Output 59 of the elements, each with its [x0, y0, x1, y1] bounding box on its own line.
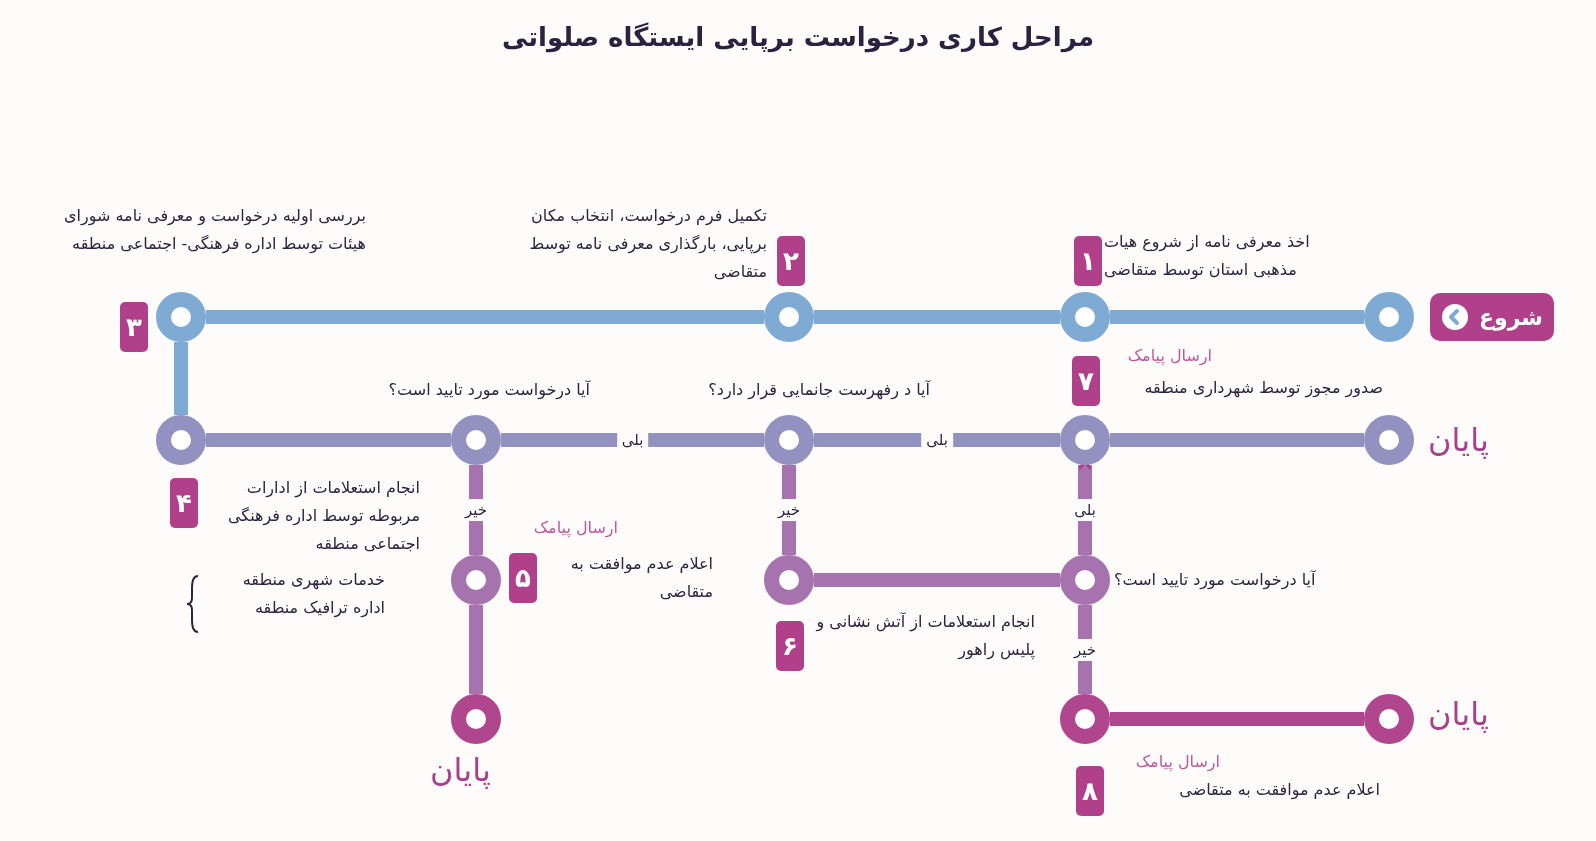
sms-note: ارسال پیامک — [532, 517, 618, 540]
station-circle — [156, 292, 206, 342]
line-connector — [469, 605, 483, 694]
step-number-badge: ۸ — [1076, 766, 1104, 816]
step-number-badge: ۵ — [509, 553, 537, 603]
line-connector — [1110, 310, 1364, 324]
office-name: اداره ترافیک منطقه — [254, 597, 385, 620]
step-number-badge: ۴ — [170, 478, 198, 528]
station-circle — [451, 694, 501, 744]
step-description: اعلام عدم موافقت به متقاضی — [569, 553, 713, 603]
station-circle — [451, 555, 501, 605]
step-number-badge: ۶ — [776, 621, 804, 671]
line-connector — [206, 433, 451, 447]
station-circle — [1060, 555, 1110, 605]
line-connector — [814, 433, 1060, 447]
step-description: انجام استعلامات از آتش نشانی و پلیس راهور — [814, 611, 1035, 662]
end-label: پایان — [1428, 694, 1489, 735]
sms-note: ارسال پیامک — [1134, 751, 1220, 774]
question-text: آیا درخواست مورد تایید است؟ — [1114, 569, 1317, 592]
station-circle — [156, 415, 206, 465]
station-circle — [1364, 415, 1414, 465]
line-connector — [206, 310, 764, 324]
line-connector — [174, 342, 188, 415]
step-number-badge: ۲ — [777, 236, 805, 286]
end-label: پایان — [430, 750, 491, 791]
station-circle — [764, 555, 814, 605]
office-name: خدمات شهری منطقه — [241, 569, 385, 592]
line-connector — [814, 573, 1060, 587]
step-description: تکمیل فرم درخواست، انتخاب مکان برپایی، بارگذاری معرفی نامه توسط متقاضی — [528, 205, 767, 283]
start-button — [1430, 293, 1554, 341]
end-label: پایان — [1428, 420, 1489, 461]
title: مراحل کاری درخواست برپایی ایستگاه صلواتی — [502, 22, 1094, 52]
station-circle — [1060, 292, 1110, 342]
start-label: شروع — [1479, 304, 1543, 330]
line-connector — [782, 465, 796, 555]
step-description: بررسی اولیه درخواست و معرفی نامه شورای هیئات توسط اداره فرهنگی- اجتماعی منطقه — [63, 205, 366, 256]
question-text: آیا درخواست مورد تایید است؟ — [387, 379, 590, 402]
station-circle — [1364, 292, 1414, 342]
question-text: آیا د رفهرست جانمایی قرار دارد؟ — [707, 379, 930, 402]
line-connector — [469, 465, 483, 555]
step-description: اعلام عدم موافقت به متقاضی — [1178, 779, 1380, 802]
station-circle — [451, 415, 501, 465]
step-number-badge: ۳ — [120, 302, 148, 352]
line-connector — [501, 433, 764, 447]
step-description: صدور مجوز توسط شهرداری منطقه — [1143, 377, 1383, 400]
step-description: اخذ معرفی نامه از شروع هیات مذهبی استان توسط متقاضی — [1104, 231, 1311, 281]
station-circle — [764, 292, 814, 342]
line-connector — [814, 310, 1060, 324]
sms-note: ارسال پیامک — [1126, 345, 1212, 368]
station-circle — [1060, 694, 1110, 744]
step-number-badge: ۷ — [1072, 356, 1100, 406]
line-connector — [1078, 605, 1092, 694]
step-description: انجام استعلامات از ادارات مربوطه توسط اداره فرهنگی اجتماعی منطقه — [226, 477, 420, 555]
station-circle — [1060, 415, 1110, 465]
line-connector — [1110, 712, 1364, 726]
step-number-badge: ۱ — [1074, 236, 1102, 286]
line-connector — [1110, 433, 1364, 447]
station-circle — [1364, 694, 1414, 744]
station-circle — [764, 415, 814, 465]
